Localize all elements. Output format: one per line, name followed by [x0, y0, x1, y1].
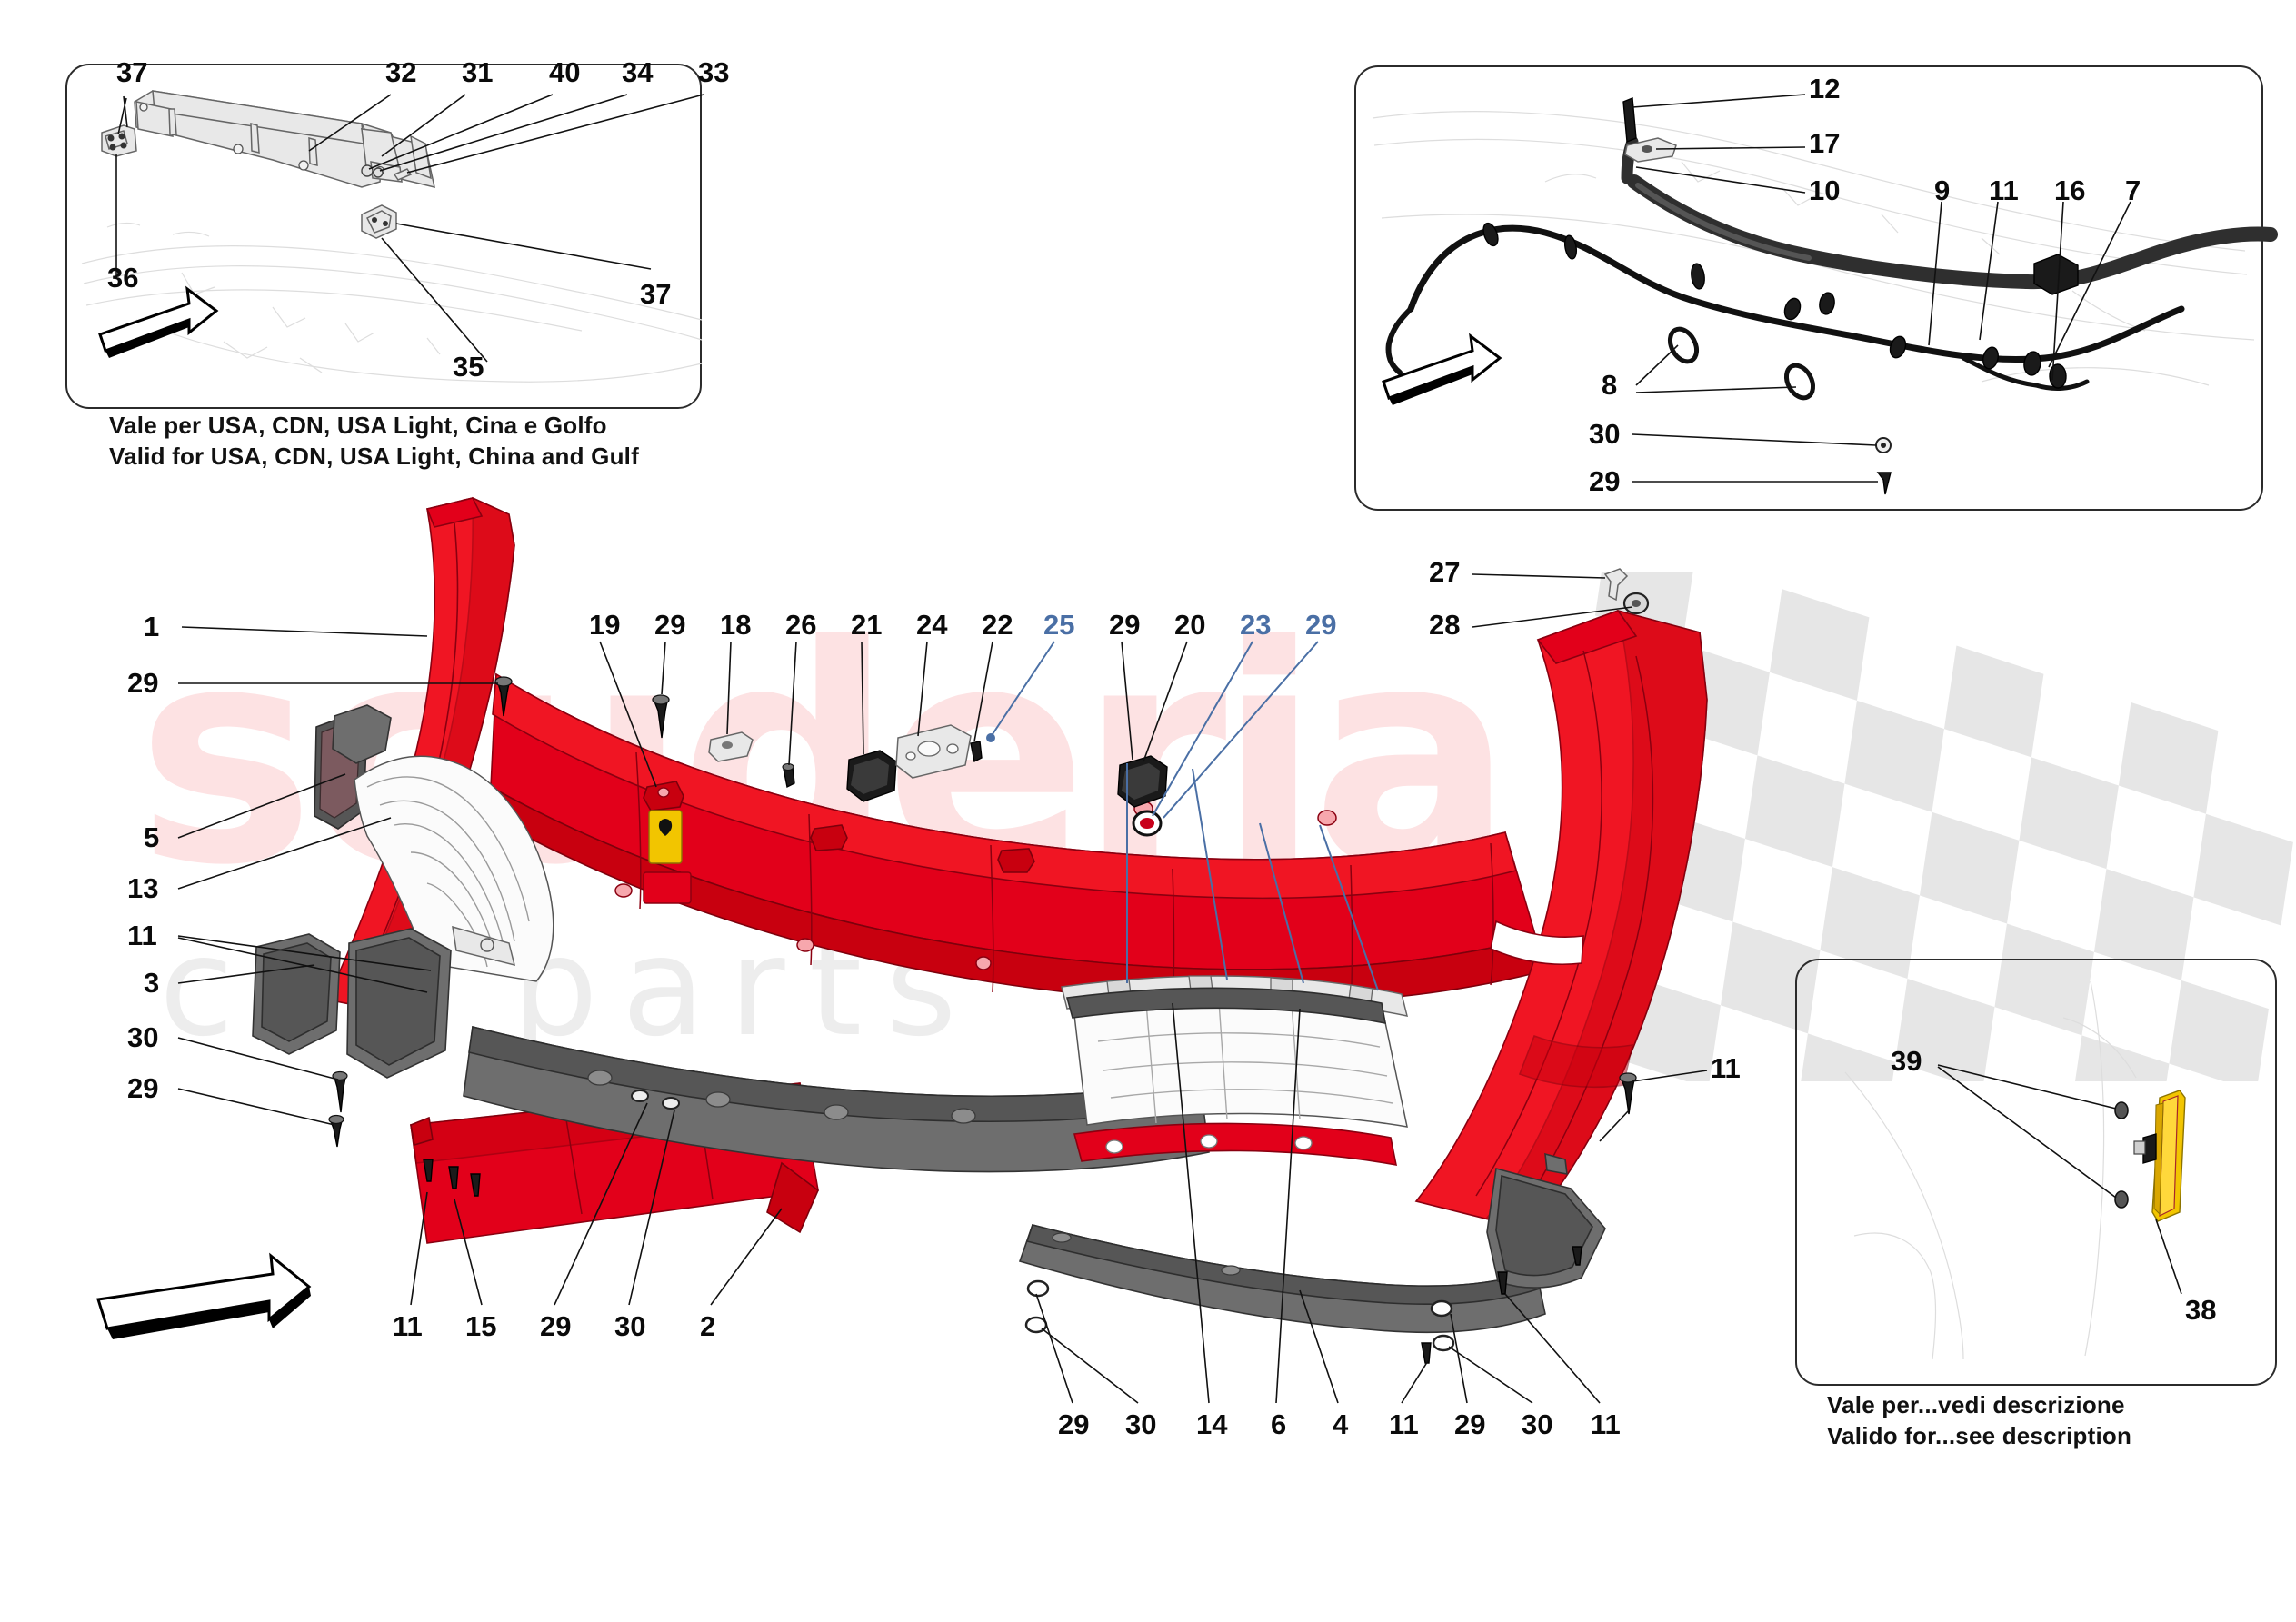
callout-5: 5	[144, 821, 160, 853]
callout-11-br2: 11	[1591, 1408, 1621, 1440]
ferrari-shield-sticker	[648, 810, 683, 864]
callout-6: 6	[1271, 1408, 1287, 1440]
inset3-caption: Vale per...vedi descrizione Valido for..…	[1827, 1390, 2131, 1452]
callout-9: 9	[1934, 174, 1951, 206]
callout-10: 10	[1809, 174, 1841, 206]
callout-11-br1: 11	[1389, 1408, 1419, 1440]
callout-29-w: 29	[1589, 465, 1621, 497]
callout-14: 14	[1196, 1408, 1228, 1440]
callout-4: 4	[1333, 1408, 1349, 1440]
part-5-lamp-trim	[314, 713, 368, 830]
main-assembly-art	[96, 496, 1708, 1404]
callout-21: 21	[851, 609, 883, 641]
inset1-caption-en: Valid for USA, CDN, USA Light, China and…	[109, 442, 639, 470]
callout-37b: 37	[640, 278, 672, 310]
part-4-lower-lip	[1018, 1224, 1546, 1334]
callout-19: 19	[589, 609, 621, 641]
callout-15: 15	[465, 1310, 497, 1342]
direction-arrow-main	[96, 1252, 312, 1330]
callout-38: 38	[2185, 1294, 2217, 1326]
callout-13: 13	[127, 872, 159, 904]
callout-11-l: 11	[127, 920, 157, 951]
callout-11-b: 11	[393, 1310, 423, 1342]
callout-1: 1	[144, 611, 160, 642]
callout-18: 18	[720, 609, 752, 641]
callout-25: 25	[1043, 609, 1075, 641]
callout-29-l1: 29	[127, 667, 159, 699]
callout-20: 20	[1174, 609, 1206, 641]
side-marker-inset-panel	[1795, 959, 2277, 1386]
callout-29-l2: 29	[127, 1072, 159, 1104]
callout-29-t3: 29	[1305, 609, 1337, 641]
part-13-headlamp	[354, 755, 554, 982]
callout-12: 12	[1809, 73, 1841, 104]
inset1-caption: Vale per USA, CDN, USA Light, Cina e Gol…	[109, 411, 639, 473]
callout-22: 22	[982, 609, 1013, 641]
callout-29-br1: 29	[1058, 1408, 1090, 1440]
watermark-scuderia: scuderia	[136, 582, 1514, 930]
lower-center-valance	[463, 1026, 1210, 1173]
callout-29-br2: 29	[1454, 1408, 1486, 1440]
callout-35: 35	[453, 351, 484, 383]
callout-30-b: 30	[614, 1310, 646, 1342]
callout-16: 16	[2054, 174, 2086, 206]
bumper-left-wing	[325, 497, 515, 1010]
callout-30-w: 30	[1589, 418, 1621, 450]
callout-31: 31	[462, 56, 494, 88]
bumper-beam-inset-panel	[65, 64, 702, 409]
callout-2: 2	[700, 1310, 716, 1342]
callout-34: 34	[622, 56, 654, 88]
callout-11-r: 11	[1711, 1052, 1741, 1084]
part-3-side-intake-outer	[252, 933, 341, 1055]
callout-17: 17	[1809, 127, 1841, 159]
callout-7: 7	[2125, 174, 2141, 206]
part-3-side-intake-inner	[346, 928, 452, 1079]
callout-40: 40	[549, 56, 581, 88]
callout-29-b: 29	[540, 1310, 572, 1342]
callout-30-br2: 30	[1522, 1408, 1553, 1440]
bumper-right-wing	[1414, 610, 1708, 1229]
part-2-splitter	[410, 1082, 819, 1244]
callout-29-t1: 29	[654, 609, 686, 641]
callout-30-l: 30	[127, 1021, 159, 1053]
callout-26: 26	[785, 609, 817, 641]
inset3-caption-it: Vale per...vedi descrizione	[1827, 1391, 2125, 1418]
callout-29-t2: 29	[1109, 609, 1141, 641]
callout-33: 33	[698, 56, 730, 88]
callout-11-w: 11	[1989, 174, 2019, 206]
watermark-car-parts: car parts	[159, 909, 981, 1067]
inset3-caption-en: Valido for...see description	[1827, 1421, 2132, 1449]
callout-23: 23	[1240, 609, 1272, 641]
callout-28: 28	[1429, 609, 1461, 641]
center-grille	[1072, 989, 1408, 1128]
callout-8: 8	[1602, 369, 1618, 401]
callout-37a: 37	[116, 56, 148, 88]
callout-32: 32	[385, 56, 417, 88]
inset1-caption-it: Vale per USA, CDN, USA Light, Cina e Gol…	[109, 412, 607, 439]
bumper-main-body	[490, 672, 1538, 970]
callout-27: 27	[1429, 556, 1461, 588]
callout-3: 3	[144, 967, 160, 999]
callout-24: 24	[916, 609, 948, 641]
callout-36: 36	[107, 262, 139, 294]
callout-30-br1: 30	[1125, 1408, 1157, 1440]
callout-39: 39	[1891, 1045, 1922, 1077]
